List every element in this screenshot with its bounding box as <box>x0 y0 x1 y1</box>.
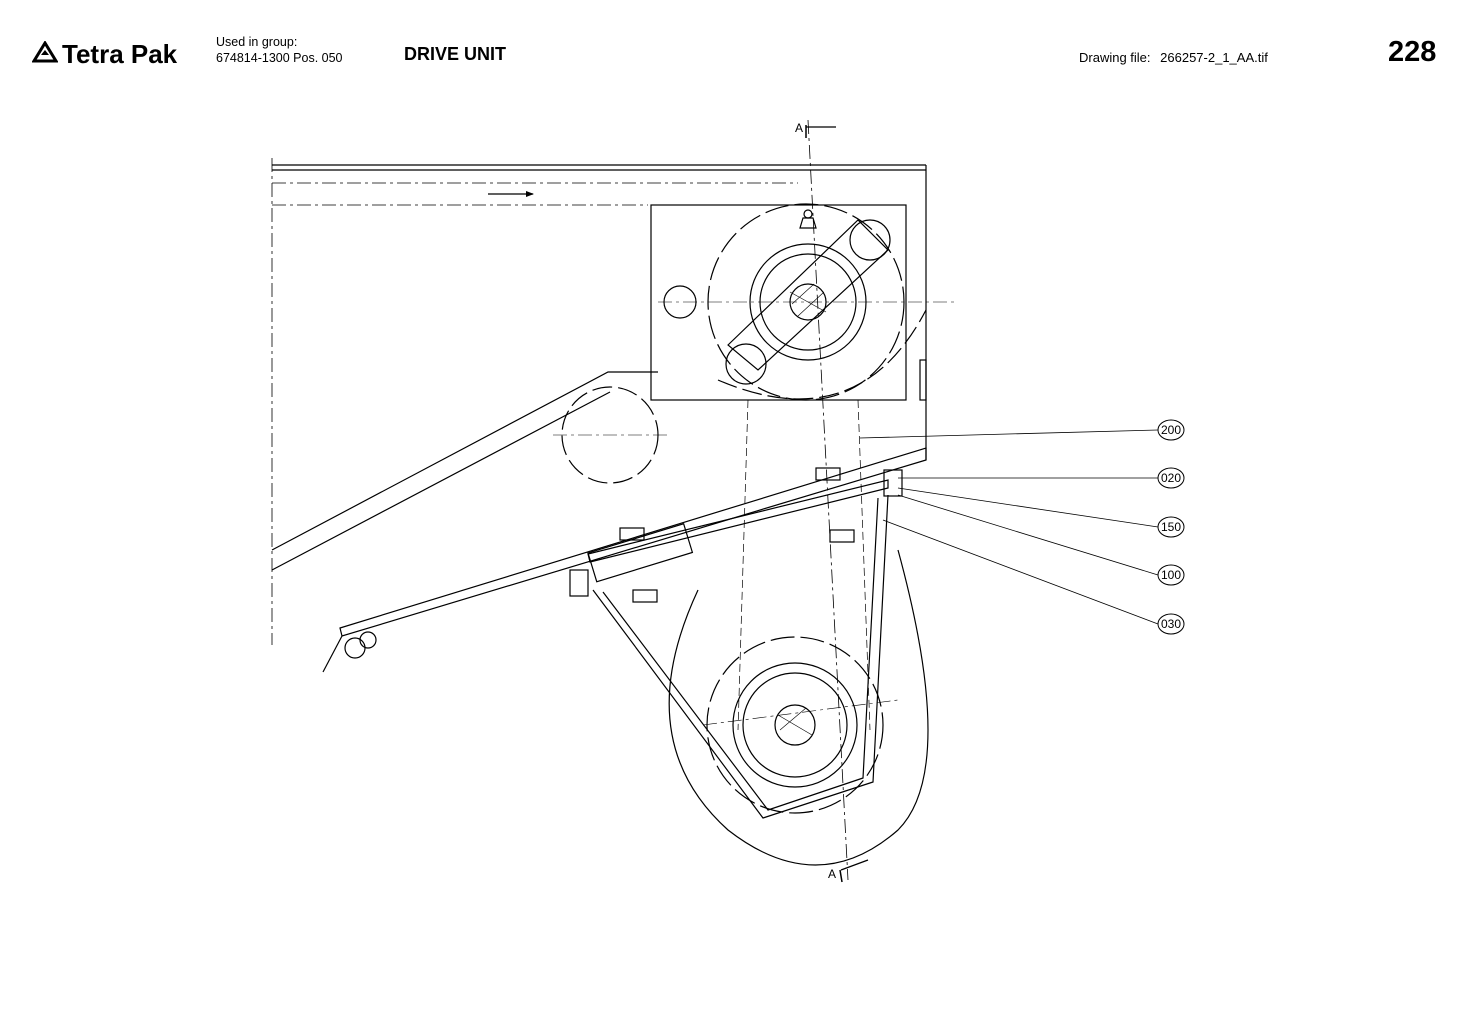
used-in-group-value: 674814-1300 Pos. 050 <box>216 51 343 65</box>
callout-200: 200 <box>1157 419 1185 441</box>
callout-020: 020 <box>1157 467 1185 489</box>
page-title: DRIVE UNIT <box>404 44 507 64</box>
svg-text:200: 200 <box>1161 423 1181 437</box>
drawing-file-label: Drawing file: <box>1079 50 1151 65</box>
section-mark-top: A <box>795 121 803 135</box>
used-in-group-label: Used in group: <box>216 35 298 49</box>
drawing-file-value: 266257-2_1_AA.tif <box>1160 50 1268 65</box>
svg-text:030: 030 <box>1161 617 1181 631</box>
drive-unit-drawing-svg: A A 200 020 150 100 030 <box>271 119 1185 883</box>
page-header: Tetra Pak Used in group: 674814-1300 Pos… <box>0 0 1462 100</box>
svg-text:100: 100 <box>1161 568 1181 582</box>
brand-name: Tetra Pak <box>62 39 178 69</box>
svg-text:150: 150 <box>1161 520 1181 534</box>
callout-030: 030 <box>1157 613 1185 635</box>
tetra-pak-logo-icon <box>31 39 59 68</box>
section-mark-bottom: A <box>828 867 836 881</box>
drawing-file: Drawing file: 266257-2_1_AA.tif <box>1079 50 1268 65</box>
callout-100: 100 <box>1157 564 1185 586</box>
brand-logo: Tetra Pak <box>31 38 178 70</box>
svg-text:020: 020 <box>1161 471 1181 485</box>
page-number: 228 <box>1388 36 1437 68</box>
technical-drawing: A A 200 020 150 100 030 <box>258 110 1198 895</box>
section-line <box>807 119 849 881</box>
callout-150: 150 <box>1157 516 1185 538</box>
used-in-group: Used in group: 674814-1300 Pos. 050 <box>216 34 343 66</box>
